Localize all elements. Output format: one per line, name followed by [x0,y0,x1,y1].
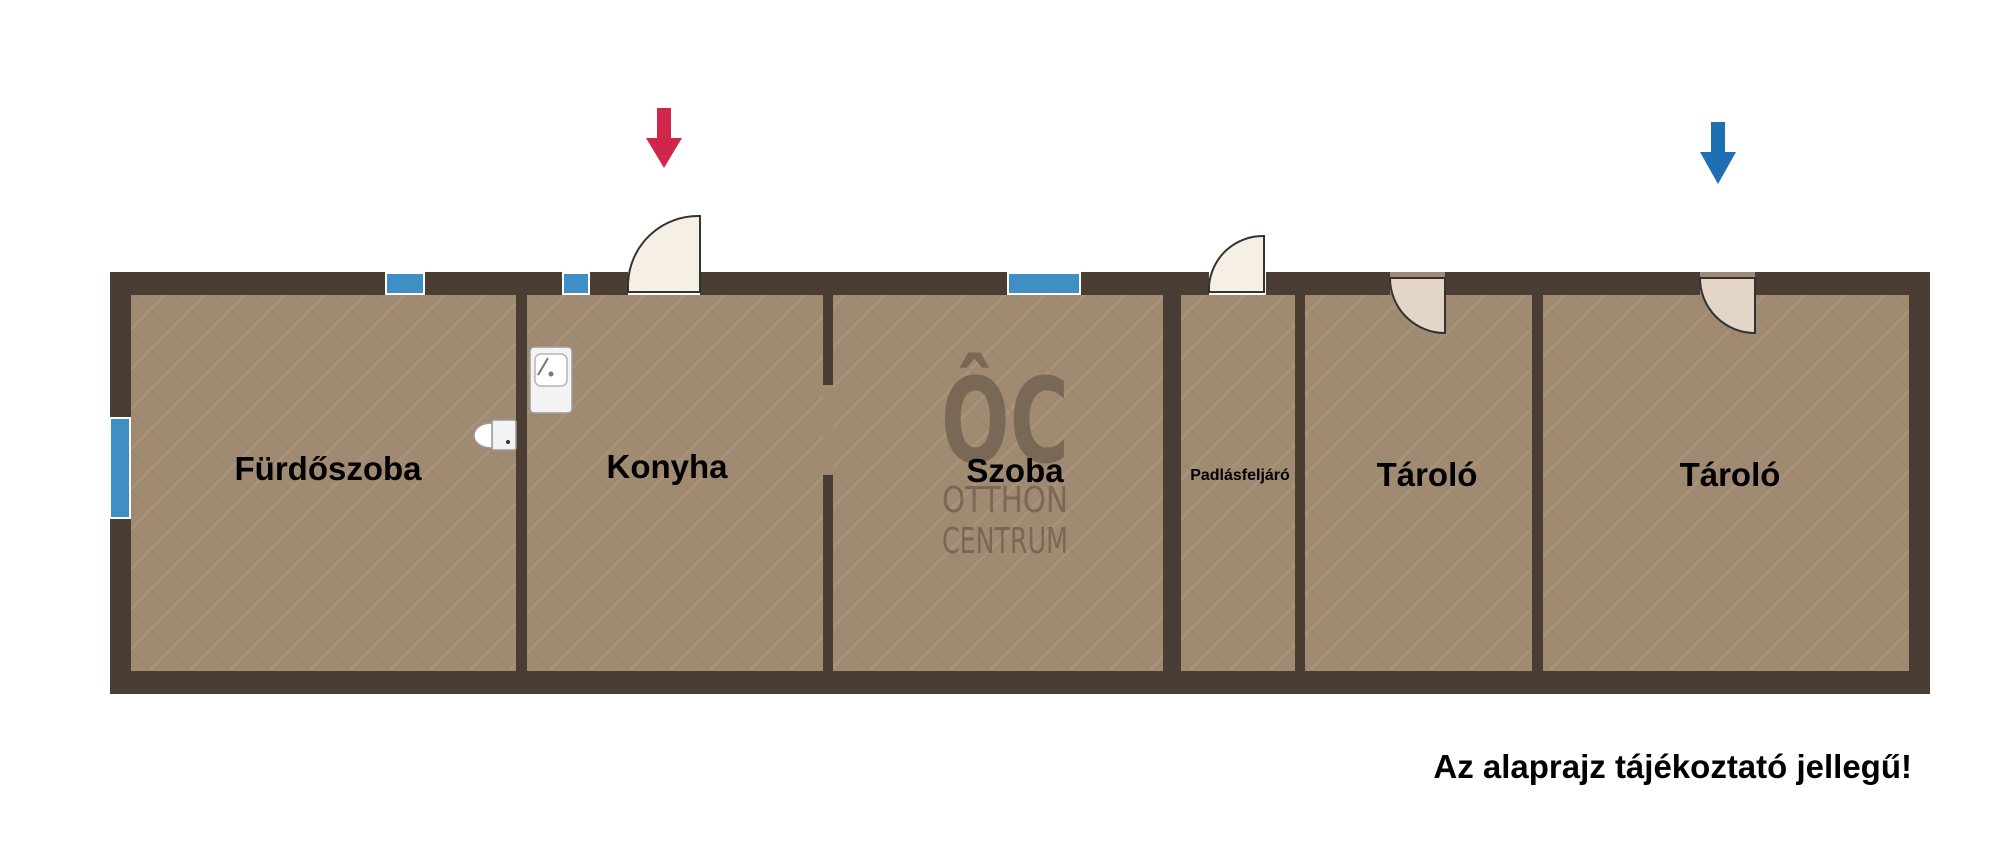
sink-icon [529,346,573,414]
door-swing-padlasfeljaro [1208,234,1265,293]
watermark-line2: CENTRUM [942,521,1068,562]
wall-konyha-szoba-lower [823,475,833,671]
floor-szoba [833,295,1163,671]
room-label-tarolo-1: Tároló [1377,456,1478,493]
wall-konyha-szoba-upper [823,295,833,385]
door-swing-tarolo-1 [1388,277,1446,335]
window [109,417,131,519]
opening-konyha-szoba [823,385,833,475]
wall-furdoszoba-konyha [516,295,527,585]
entrance-arrow-blue-icon [1700,122,1736,184]
floor-furdoszoba [131,295,516,671]
floor-tarolo-1 [1305,295,1532,671]
disclaimer-note: Az alaprajz tájékoztató jellegű! [1433,748,1912,785]
watermark-logo: ÔC OTTHON CENTRUM [941,352,1069,562]
floor-padlasfeljaro [1181,295,1295,671]
window [562,272,590,295]
room-label-padlasfeljaro: Padlásfeljáró [1190,467,1290,484]
window [1007,272,1081,295]
window [385,272,425,295]
entrance-arrow-red-icon [646,108,682,168]
room-label-tarolo-2: Tároló [1680,456,1781,493]
watermark-mark: ÔC [941,352,1069,490]
room-label-konyha: Konyha [606,448,728,485]
room-label-szoba: Szoba [966,452,1064,489]
door-swing-konyha [627,214,701,293]
floor-konyha [527,295,823,671]
floor-tarolo-2 [1543,295,1909,671]
door-swing-tarolo-2 [1698,277,1756,335]
room-label-furdoszoba: Fürdőszoba [235,450,423,487]
toilet-icon [473,419,517,451]
watermark-line1: OTTHON [942,480,1068,521]
